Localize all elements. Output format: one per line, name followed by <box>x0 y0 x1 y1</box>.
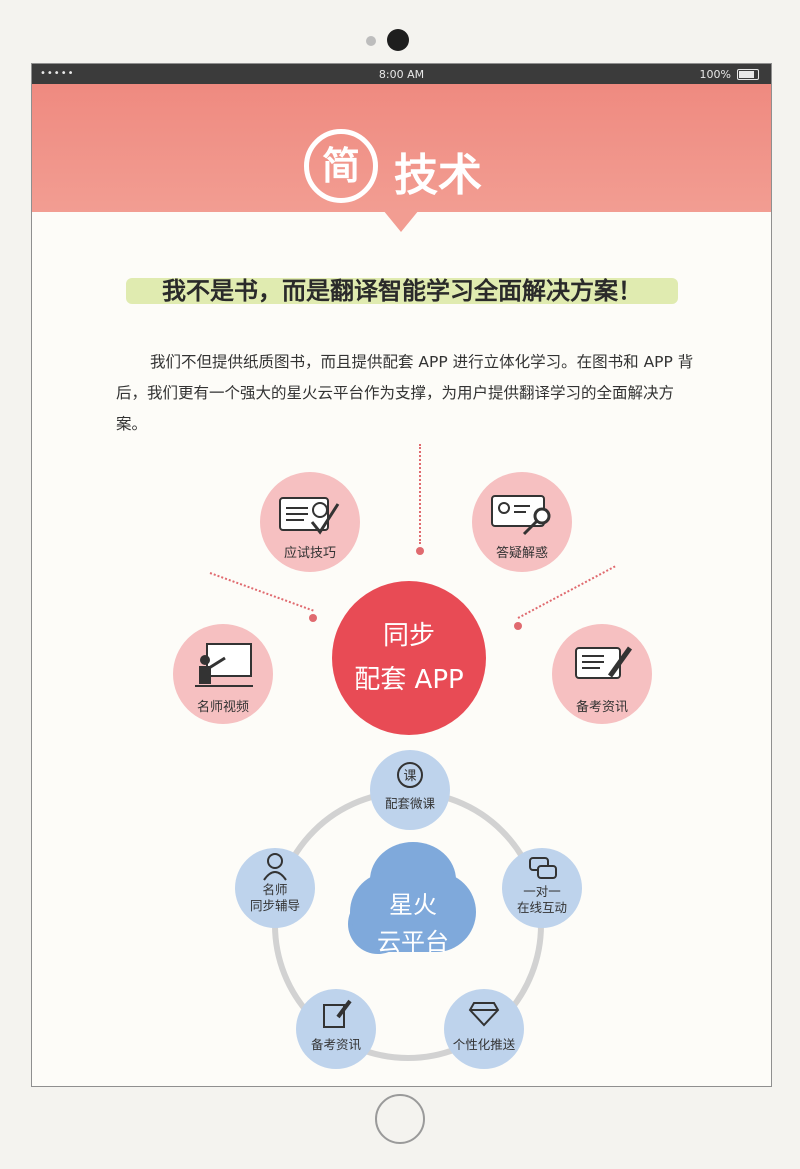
node-exam-news[interactable]: 备考资讯 <box>552 624 652 724</box>
diamond-icon <box>468 1002 500 1027</box>
node-exam-tips[interactable]: 应试技巧 <box>260 472 360 572</box>
cloud-line2: 云平台 <box>377 928 449 956</box>
status-time: 8:00 AM <box>378 68 425 81</box>
node-label: 个性化推送 <box>452 1037 516 1052</box>
battery-percent: 100% <box>699 68 731 81</box>
headline-highlight <box>126 278 678 304</box>
intro-paragraph: 我们不但提供纸质图书，而且提供配套 APP 进行立体化学习。在图书和 APP 背… <box>116 353 694 433</box>
connector-dot <box>514 622 522 630</box>
node-personal-push[interactable]: 个性化推送 <box>444 989 524 1069</box>
node-label-line2: 在线互动 <box>516 900 567 915</box>
camera-dot-small <box>366 36 376 46</box>
node-label-line1: 名师 <box>262 882 288 897</box>
course-icon: 课 <box>397 762 423 788</box>
node-label: 配套微课 <box>384 796 435 811</box>
app-center-circle[interactable]: 同步 配套 APP <box>332 581 486 735</box>
node-label: 名师视频 <box>196 700 249 715</box>
node-online-chat[interactable]: 一对一 在线互动 <box>502 848 582 928</box>
connector-dot <box>309 614 317 622</box>
certificate-icon <box>279 497 340 535</box>
connector-dot <box>416 547 424 555</box>
headline: 我不是书，而是翻译智能学习全面解决方案！ <box>162 277 642 305</box>
node-label-line2: 同步辅导 <box>249 898 300 913</box>
banner-title: 技术 <box>394 150 482 201</box>
node-label: 备考资讯 <box>310 1037 361 1052</box>
node-teacher-video[interactable]: 名师视频 <box>173 624 273 724</box>
node-label: 备考资讯 <box>575 700 628 715</box>
tutor-icon <box>263 853 287 881</box>
node-teacher-tutoring[interactable]: 名师 同步辅导 <box>235 848 315 928</box>
teacher-board-icon <box>195 643 253 687</box>
banner-badge: 简 <box>304 129 378 203</box>
battery-icon <box>737 69 759 80</box>
node-micro-course[interactable]: 课 配套微课 <box>370 750 450 830</box>
connector-right <box>517 565 616 619</box>
camera-dot <box>387 29 409 51</box>
banner: 简 技术 <box>32 84 771 212</box>
pencil-doc-icon <box>575 646 633 679</box>
home-button[interactable] <box>375 1094 425 1144</box>
node-label: 应试技巧 <box>283 546 336 561</box>
cloud-line1: 星火 <box>389 891 437 919</box>
notes-icon <box>323 999 352 1028</box>
connector-top <box>419 444 421 544</box>
center-line2: 配套 APP <box>354 665 464 695</box>
key-card-icon <box>491 495 551 536</box>
status-bar: ••••• 8:00 AM 100% <box>32 64 771 84</box>
connector-left <box>209 572 314 612</box>
cloud-shape <box>350 872 476 952</box>
node-exam-info[interactable]: 备考资讯 <box>296 989 376 1069</box>
node-label-line1: 一对一 <box>523 884 561 899</box>
svg-text:课: 课 <box>403 769 416 784</box>
tablet-screen: ••••• 8:00 AM 100% 简 技术 我不是书，而是翻译智能学习全面解… <box>31 63 772 1087</box>
center-line1: 同步 <box>382 621 435 651</box>
node-qa[interactable]: 答疑解惑 <box>472 472 572 572</box>
node-label: 答疑解惑 <box>495 546 548 561</box>
banner-pointer <box>383 210 419 232</box>
chat-icon <box>529 857 557 879</box>
signal-icon: ••••• <box>40 68 75 79</box>
